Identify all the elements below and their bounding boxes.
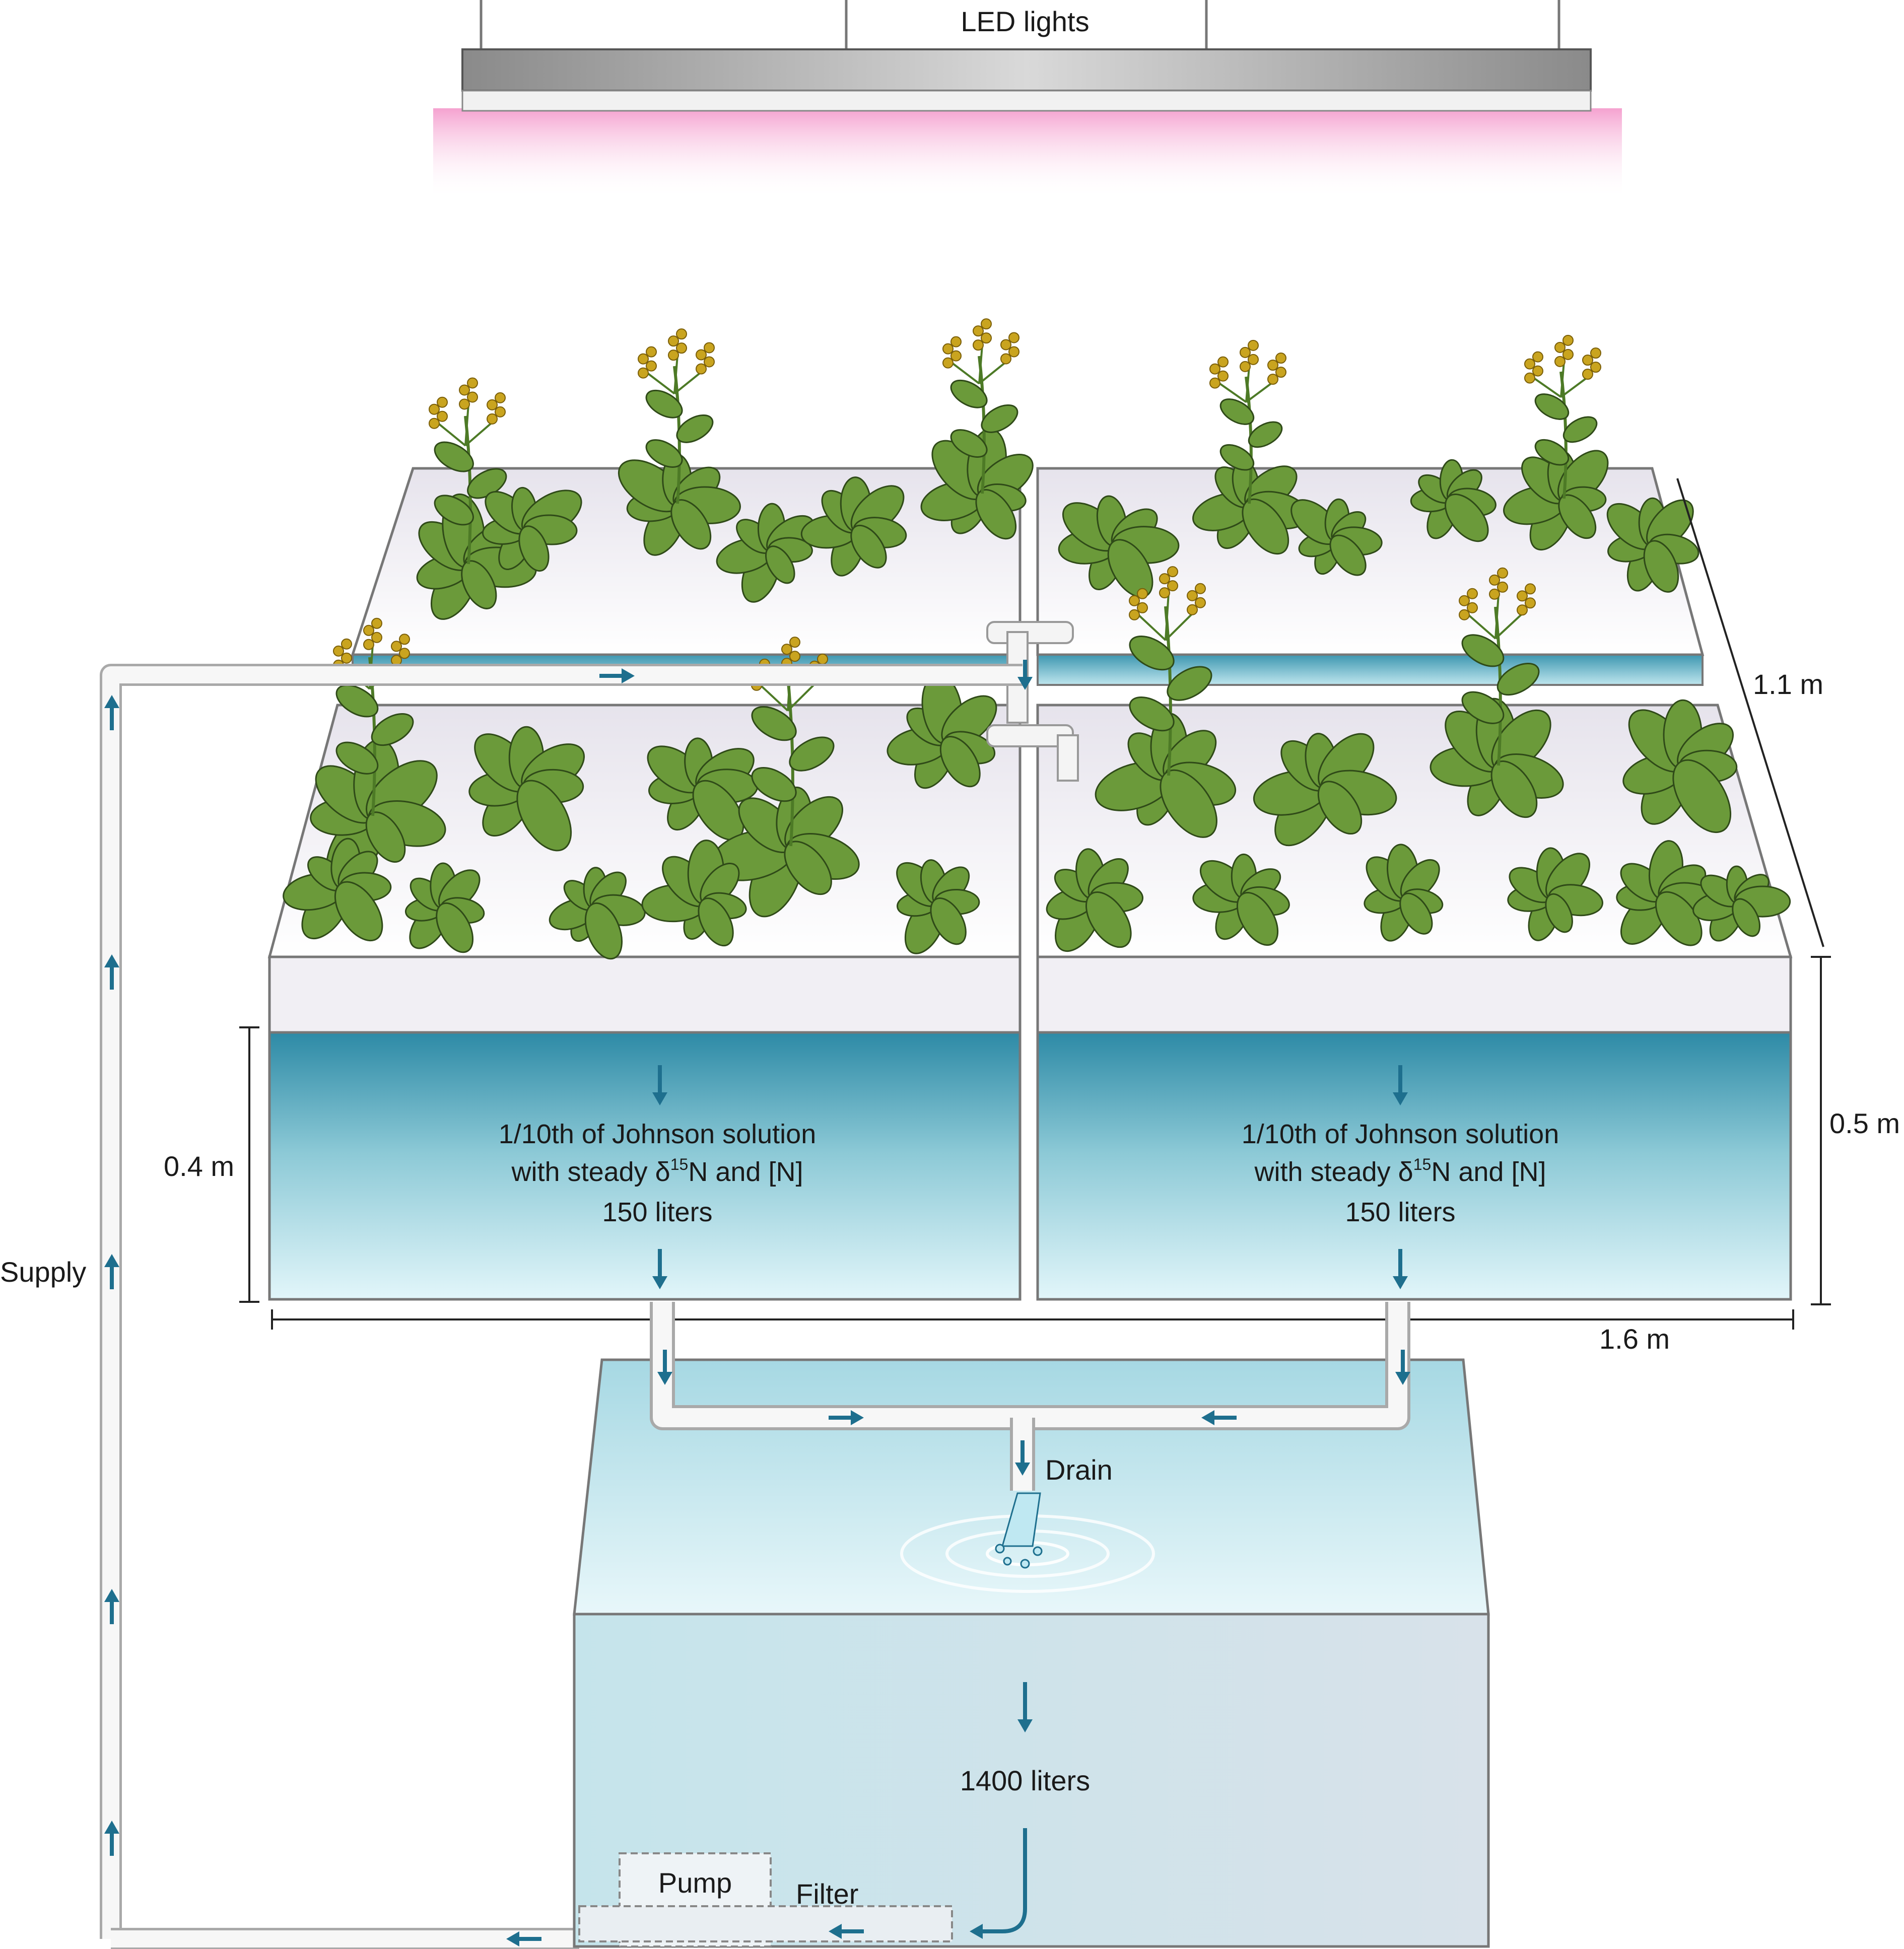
flow-arrow-left-drain	[657, 1350, 672, 1385]
length-dimension-label: 1.6 m	[1599, 1323, 1670, 1355]
flow-arrow-supply-3	[104, 1254, 119, 1289]
flow-arrow-right-tank-bottom	[1393, 1249, 1408, 1289]
plant-front-6	[1095, 566, 1237, 838]
flow-arrow-drain-right	[829, 1410, 864, 1425]
flow-arrow-supply-4	[104, 954, 119, 990]
led-lights-label: LED lights	[961, 6, 1089, 37]
plant-front-9	[1622, 699, 1738, 833]
left-tank-line1: 1/10th of Johnson solution	[499, 1119, 816, 1149]
flow-arrow-supply-5	[104, 695, 119, 730]
supply-pipe	[100, 664, 1023, 1949]
flow-arrow-to-filter-head	[970, 1924, 990, 1939]
left-tank	[268, 955, 1022, 1301]
flow-arrow-left-tank-top	[652, 1065, 667, 1105]
flow-arrow-supply-1	[104, 1821, 119, 1856]
pump-box	[578, 1852, 953, 1947]
plant-front-13	[641, 840, 747, 947]
right-tank	[1036, 955, 1792, 1301]
flow-arrow-drain-left	[1201, 1410, 1237, 1425]
supply-label: Supply	[0, 1256, 86, 1288]
plant-front-20	[1692, 865, 1791, 942]
plant-front-10	[283, 838, 392, 942]
flow-arrow-inlet	[1017, 660, 1033, 690]
flow-arrow-right-tank-top	[1393, 1065, 1408, 1105]
width-dimension-label: 1.1 m	[1753, 668, 1823, 700]
drain-label: Drain	[1045, 1454, 1113, 1486]
flow-arrow-to-filter	[987, 1828, 1027, 1933]
right-tank-volume: 150 liters	[1345, 1197, 1455, 1227]
plants	[283, 318, 1791, 960]
left-tank-volume: 150 liters	[602, 1197, 712, 1227]
plant-back-9	[1290, 498, 1383, 576]
plant-front-15	[1046, 848, 1144, 952]
dimension-lines	[239, 478, 1831, 1330]
plant-back-3	[618, 328, 741, 556]
plant-front-5	[887, 673, 997, 789]
flow-arrow-drain-down	[1015, 1440, 1030, 1476]
flow-arrow-filter	[829, 1924, 864, 1939]
plant-front-11	[404, 862, 485, 953]
reservoir-volume: 1400 liters	[960, 1765, 1090, 1796]
plant-back-2	[482, 486, 582, 572]
water-splash	[995, 1492, 1043, 1569]
led-light-fixture	[433, 0, 1622, 199]
flow-arrow-left-tank-bottom	[652, 1249, 667, 1289]
plant-front-12	[549, 867, 646, 960]
plant-back-6	[920, 318, 1034, 540]
plant-front-3	[647, 737, 759, 841]
flow-arrow-pump	[506, 1931, 541, 1946]
plant-front-1	[310, 617, 446, 887]
plant-back-12	[1606, 497, 1699, 593]
flow-arrow-reservoir	[1017, 1682, 1033, 1732]
height-dimension-right-label: 0.5 m	[1829, 1107, 1900, 1139]
flow-arrow-supply-2	[104, 1589, 119, 1624]
pump-label: Pump	[658, 1867, 732, 1899]
left-tank-line2: with steady δ15N and [N]	[511, 1155, 803, 1187]
height-dimension-left-label: 0.4 m	[164, 1150, 234, 1182]
plant-back-7	[1058, 495, 1180, 598]
plant-front-2	[468, 726, 585, 852]
flow-arrows	[104, 660, 1410, 1946]
plant-front-14	[896, 859, 980, 954]
right-tank-line2: with steady δ15N and [N]	[1254, 1155, 1546, 1187]
flow-arrow-supply-top	[599, 668, 635, 683]
plant-front-17	[1364, 844, 1444, 942]
plant-back-8	[1192, 339, 1309, 555]
plant-front-16	[1192, 853, 1290, 946]
plant-back-11	[1503, 334, 1609, 551]
plant-front-8	[1430, 567, 1564, 818]
plant-back-4	[716, 503, 815, 603]
filter-label: Filter	[796, 1878, 858, 1910]
flow-arrow-right-drain	[1395, 1350, 1410, 1385]
plant-front-18	[1507, 847, 1603, 941]
plant-back-10	[1410, 459, 1497, 542]
right-tank-line1: 1/10th of Johnson solution	[1242, 1119, 1559, 1149]
plant-front-7	[1253, 733, 1397, 847]
plant-back-5	[800, 476, 907, 577]
